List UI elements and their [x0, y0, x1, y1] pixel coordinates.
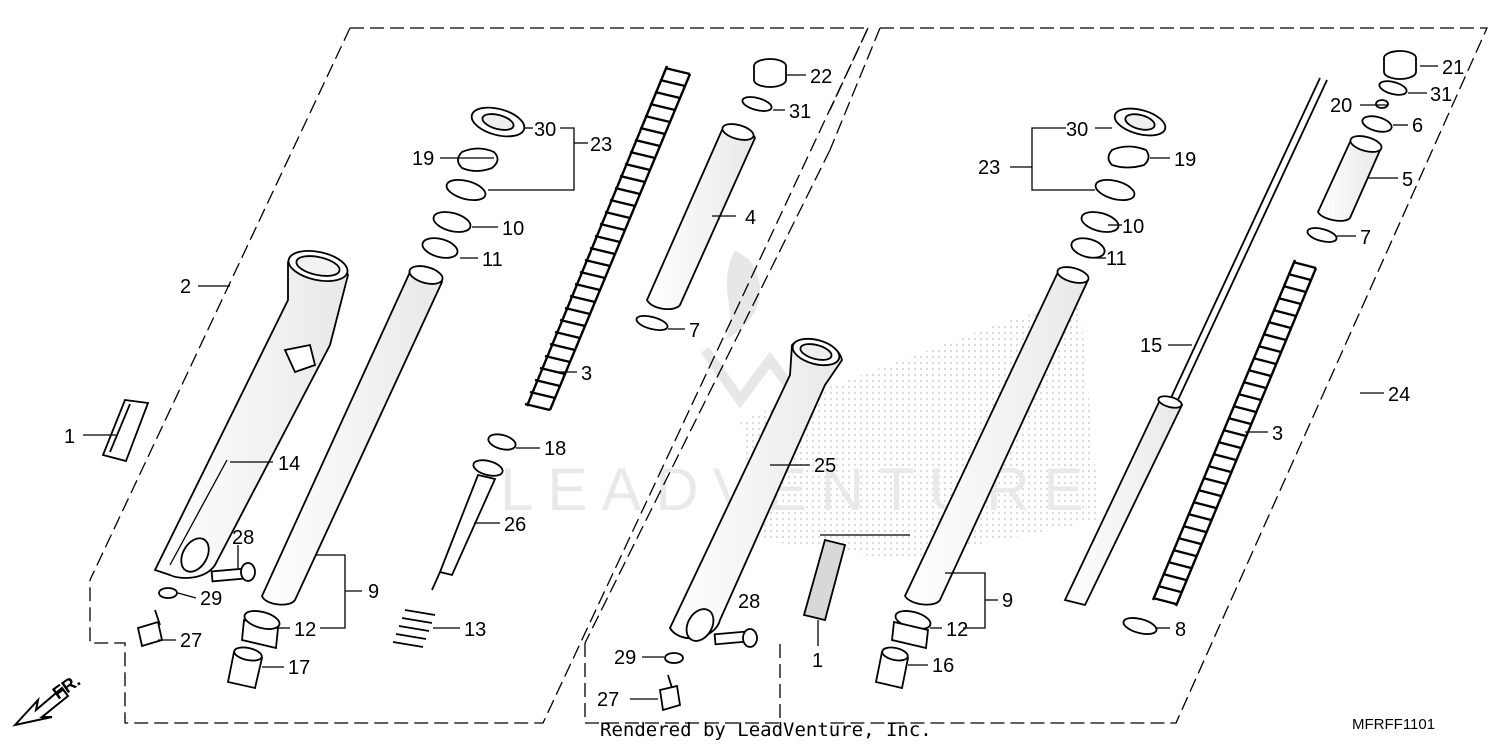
callout-11b: 11: [1106, 248, 1127, 270]
callout-4: 4: [745, 207, 756, 229]
damper-rod-part: [431, 459, 504, 591]
stopper-18-part: [487, 433, 517, 451]
rod-15-part: [1063, 77, 1328, 607]
washer-7b-part: [1306, 227, 1338, 243]
callout-15: 15: [1140, 335, 1162, 357]
callout-9: 9: [368, 581, 379, 603]
nut-6-part: [1361, 115, 1393, 133]
oring-31-part: [741, 96, 773, 112]
bushing-12-top: [243, 610, 281, 630]
bolt-28-part: [210, 562, 256, 583]
callout-3b: 3: [1272, 423, 1283, 445]
reflector-1b-part: [802, 538, 847, 622]
parts-left-group: [101, 58, 787, 690]
callout-23b: 23: [978, 157, 1000, 179]
rebound-spring-13-part: [392, 609, 436, 648]
callout-29: 29: [200, 588, 222, 610]
fork-spring-3b-part: [1151, 259, 1318, 607]
fork-slider-25-part: [668, 337, 843, 642]
callout-2: 2: [180, 276, 191, 298]
callout-9b: 9: [1002, 590, 1013, 612]
washer-29b-part: [664, 652, 684, 664]
cap-21-part: [1383, 50, 1417, 80]
callout-31: 31: [789, 101, 811, 123]
spacer-4-part: [646, 123, 756, 311]
callout-28: 28: [232, 527, 254, 549]
parts-right-group: [874, 50, 1417, 690]
spacer-5-part: [1317, 135, 1383, 222]
callout-1b: 1: [812, 650, 823, 672]
callout-8: 8: [1175, 619, 1186, 641]
seal-11b-part: [1070, 237, 1106, 259]
callout-26: 26: [504, 514, 526, 536]
callout-10b: 10: [1122, 216, 1144, 238]
callout-3: 3: [581, 363, 592, 385]
callout-22: 22: [810, 66, 832, 88]
callout-28b: 28: [738, 591, 760, 613]
reflector-part: [101, 399, 150, 463]
callout-12: 12: [294, 619, 316, 641]
callout-numbers: 1 2 14 28 29 27 9 12 17 11 10 19 30 23 3…: [64, 57, 1464, 711]
callout-7b: 7: [1360, 227, 1371, 249]
callout-13: 13: [464, 619, 486, 641]
callout-7: 7: [689, 320, 700, 342]
inner-tube-9b-part: [903, 266, 1090, 606]
seal-11-part: [421, 237, 459, 259]
bolt-28b-part: [713, 628, 758, 648]
callout-17: 17: [288, 657, 310, 679]
seal-23b-part: [1094, 178, 1136, 202]
nut-20-part: [1375, 99, 1389, 109]
callout-27: 27: [180, 630, 202, 652]
callout-24: 24: [1388, 384, 1410, 406]
callout-21: 21: [1442, 57, 1464, 79]
ring-19-part: [457, 147, 499, 172]
callout-27b: 27: [597, 689, 619, 711]
render-credit: Rendered by LeadVenture, Inc.: [600, 719, 932, 741]
parts-center-group: [658, 337, 910, 712]
seat-8-part: [1122, 617, 1158, 635]
bolt-27b-part: [658, 674, 682, 712]
washer-7-part: [635, 314, 669, 332]
callout-30: 30: [534, 119, 556, 141]
fork-slider-part: [153, 250, 349, 579]
callout-18: 18: [544, 438, 566, 460]
callout-16: 16: [932, 655, 954, 677]
callout-31b: 31: [1430, 84, 1452, 106]
fork-spring-3-part: [524, 65, 692, 412]
oring-31b-part: [1378, 80, 1408, 96]
leader-lines: [83, 65, 1438, 700]
cap-bolt-22-part: [753, 58, 787, 88]
clip-10b-part: [1080, 211, 1120, 233]
callout-10: 10: [502, 218, 524, 240]
diagram-code: MFRFF1101: [1352, 716, 1436, 733]
ring-19b-part: [1107, 145, 1150, 169]
callout-19: 19: [412, 148, 434, 170]
seal-23-part: [445, 178, 487, 202]
clip-10-part: [432, 211, 472, 233]
callout-20: 20: [1330, 95, 1352, 117]
callout-19b: 19: [1174, 149, 1196, 171]
callout-29b: 29: [614, 647, 636, 669]
inner-tube-part: [261, 265, 444, 606]
callout-25: 25: [814, 455, 836, 477]
callout-11: 11: [482, 249, 503, 271]
callout-1: 1: [64, 426, 75, 448]
callout-12b: 12: [946, 619, 968, 641]
callout-14: 14: [278, 453, 300, 475]
callout-23: 23: [590, 134, 612, 156]
svg-text:LEADVENTURE: LEADVENTURE: [500, 456, 1097, 523]
group-boundaries: [89, 27, 1489, 724]
callout-5: 5: [1402, 169, 1413, 191]
callout-6: 6: [1412, 115, 1423, 137]
washer-29-part: [158, 587, 178, 599]
front-direction-arrow: FR.: [12, 670, 84, 727]
callout-30b: 30: [1066, 119, 1088, 141]
